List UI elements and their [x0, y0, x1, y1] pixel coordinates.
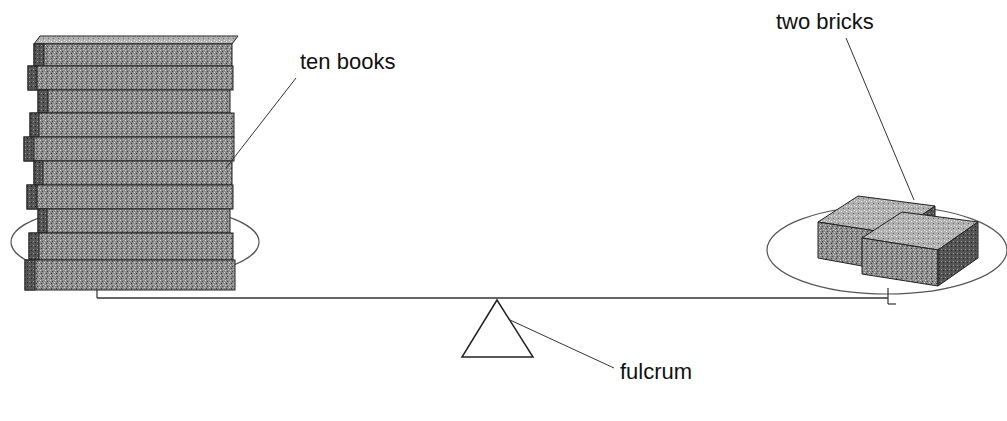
- part-label: two bricks: [776, 10, 874, 34]
- leader-line: [226, 78, 296, 168]
- part-label: ten books: [300, 50, 395, 74]
- part-label: fulcrum: [620, 360, 692, 384]
- leader-lines: [226, 38, 914, 368]
- brick-pair: [818, 196, 978, 286]
- beam-end: [888, 303, 896, 304]
- fulcrum-triangle: [462, 300, 533, 357]
- leader-line: [510, 320, 614, 368]
- book-stack: [24, 36, 238, 290]
- balance-beam: [97, 297, 888, 299]
- leader-line: [846, 38, 914, 200]
- left-pan: [11, 204, 259, 298]
